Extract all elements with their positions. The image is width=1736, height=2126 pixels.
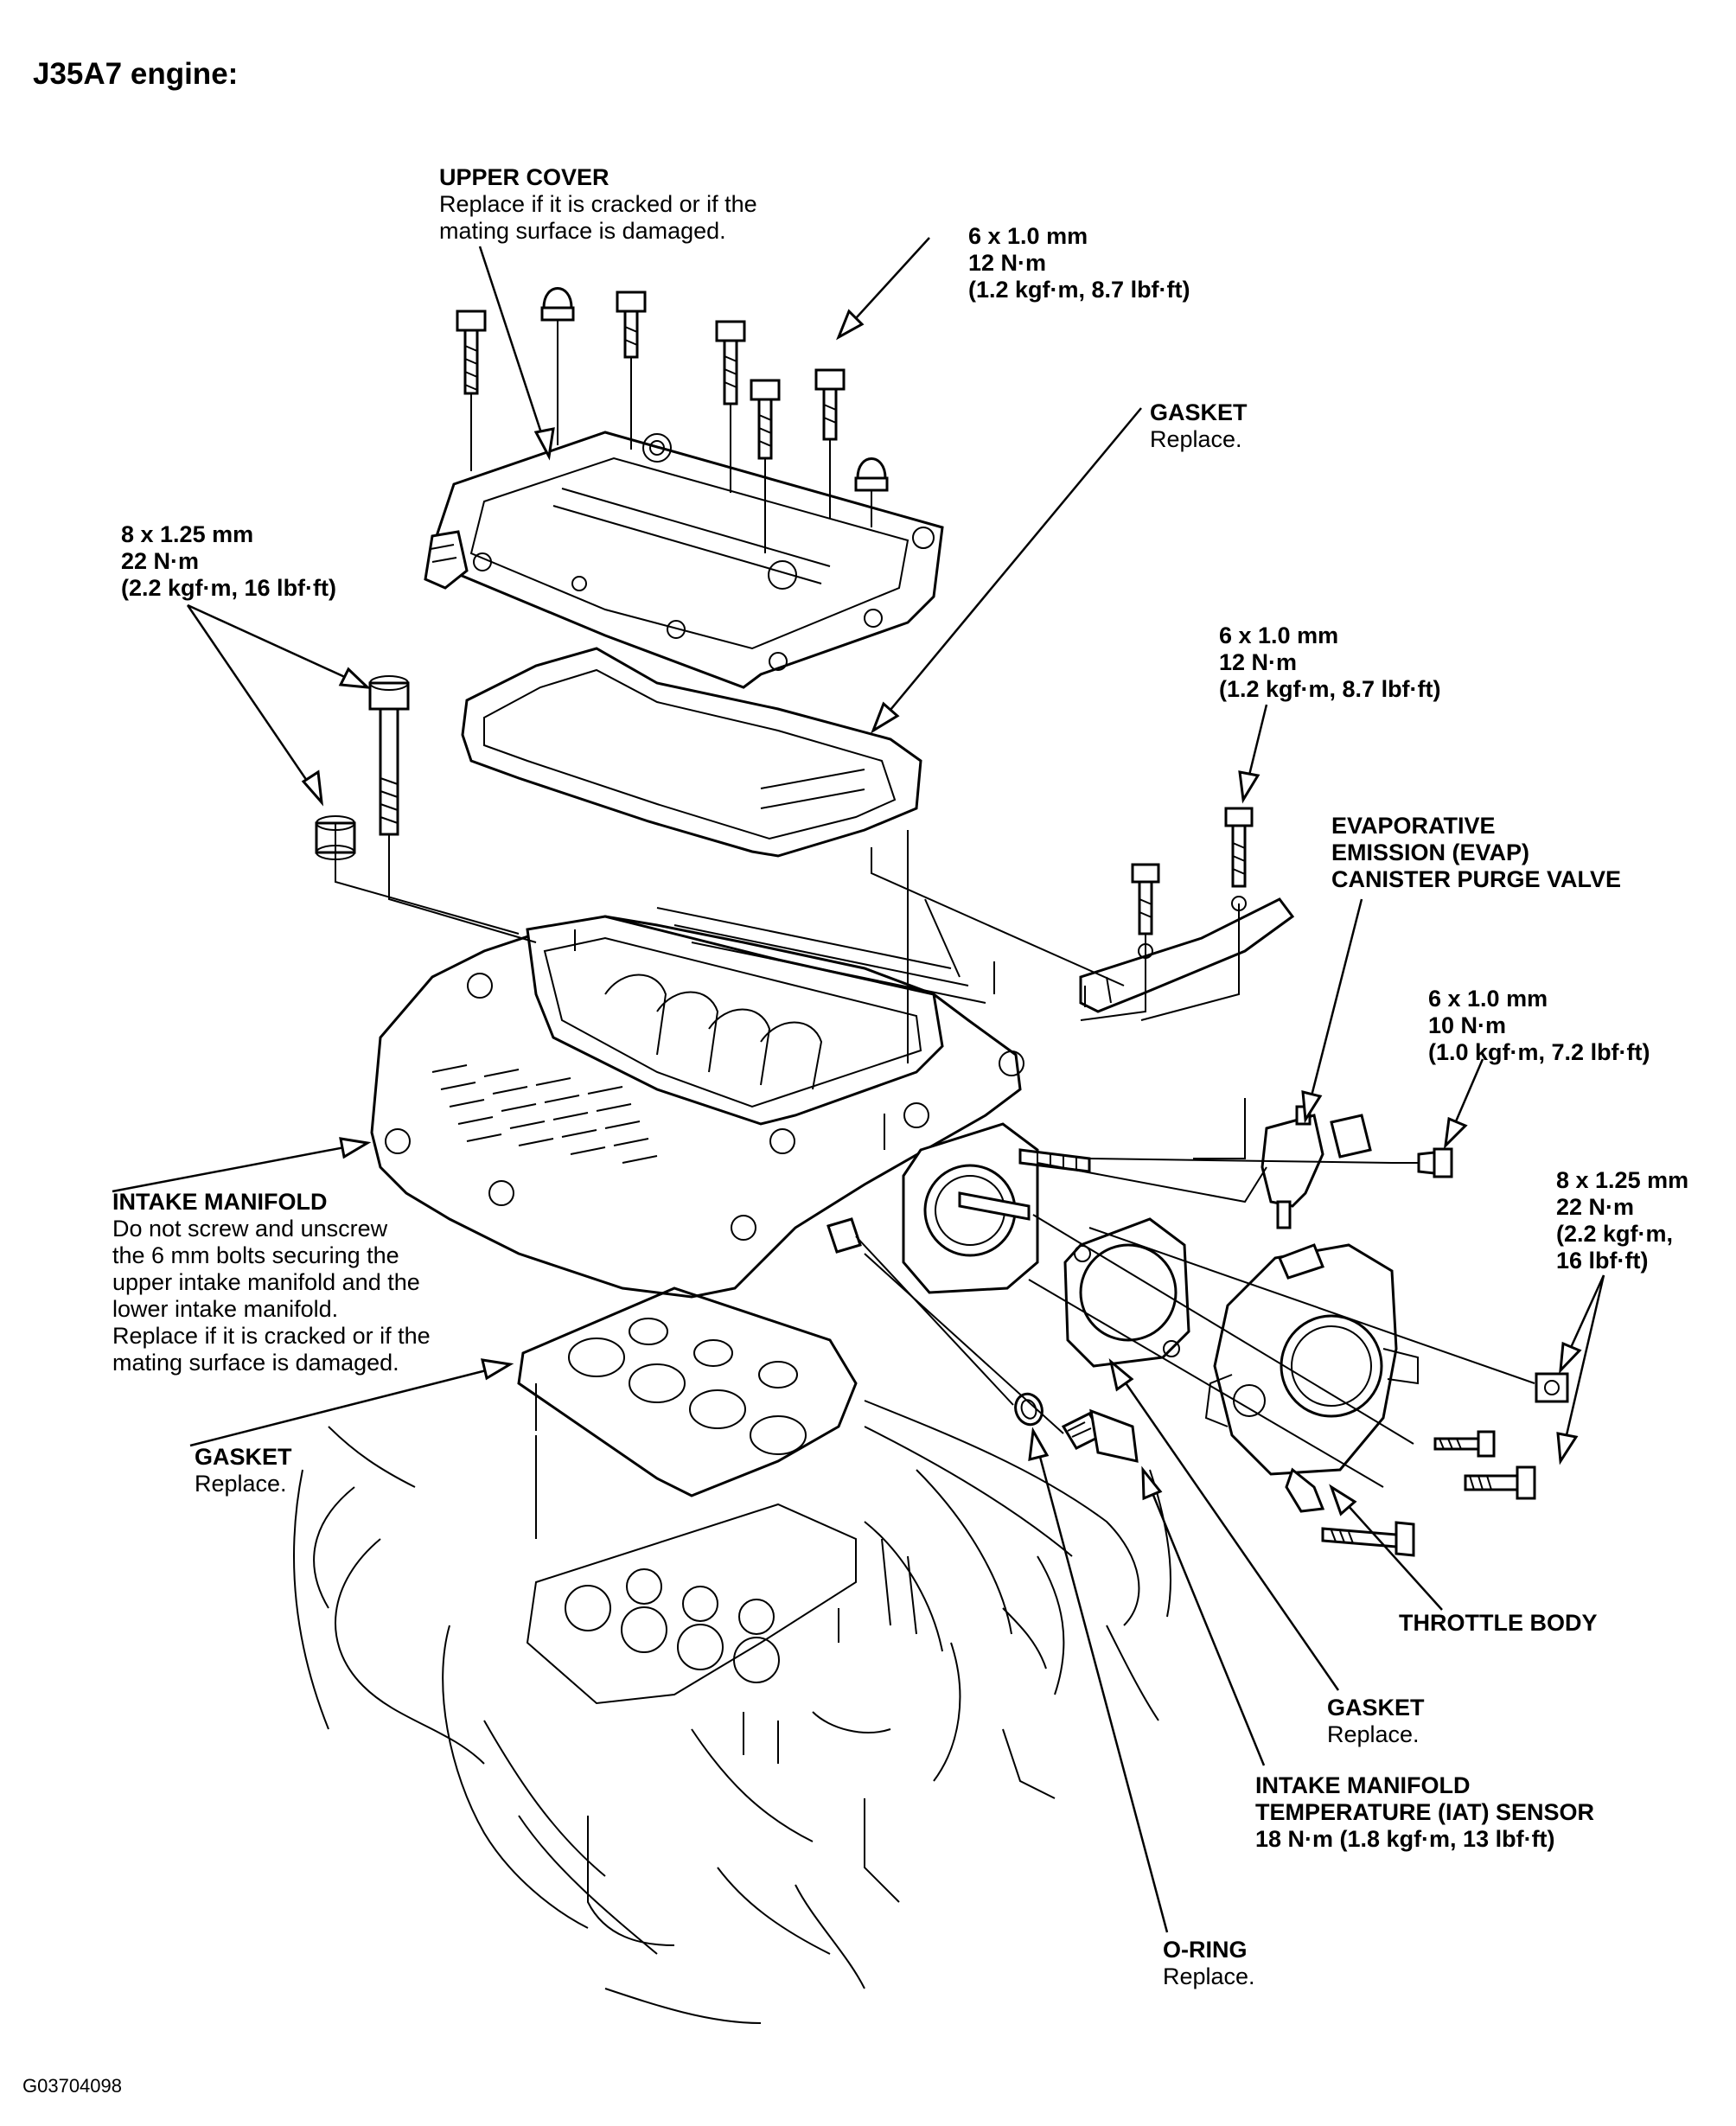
label-intake-manifold: INTAKE MANIFOLD Do not screw and unscrew… (112, 1189, 431, 1376)
label-lower-gasket: GASKET Replace. (195, 1444, 292, 1497)
intake-manifold-note-1: Do not screw and unscrew (112, 1216, 388, 1242)
cover-bolt-torque: 12 N·m (968, 250, 1047, 276)
upper-cover-note-1: Replace if it is cracked or if the (439, 191, 757, 217)
evap-bolt-torque: 10 N·m (1428, 1012, 1507, 1038)
label-upper-gasket: GASKET Replace. (1150, 399, 1248, 453)
cover-bolt-size: 6 x 1.0 mm (968, 223, 1088, 249)
upper-gasket (461, 647, 922, 858)
intake-manifold-name: INTAKE MANIFOLD (112, 1189, 328, 1215)
evap-bolt-size: 6 x 1.0 mm (1428, 986, 1548, 1012)
cover-bolts (456, 287, 889, 553)
label-o-ring: O-RING Replace. (1163, 1937, 1255, 1990)
label-upper-cover: UPPER COVER Replace if it is cracked or … (439, 164, 757, 245)
label-cover-bolt-spec: 6 x 1.0 mm 12 N·m (1.2 kgf·m, 8.7 lbf·ft… (968, 223, 1190, 303)
label-throttle-bolt-spec: 8 x 1.25 mm 22 N·m (2.2 kgf·m, 16 lbf·ft… (1556, 1167, 1688, 1274)
intake-manifold-note-2: the 6 mm bolts securing the (112, 1242, 399, 1268)
label-evap-bolt-spec: 6 x 1.0 mm 10 N·m (1.0 kgf·m, 7.2 lbf·ft… (1428, 986, 1650, 1066)
alignment-lines (335, 823, 1535, 1488)
cover-bolt-torque-alt: (1.2 kgf·m, 8.7 lbf·ft) (968, 277, 1190, 303)
lower-gasket-name: GASKET (195, 1444, 292, 1470)
manifold-bolt-torque: 22 N·m (121, 548, 200, 574)
throttle-fasteners (1321, 1372, 1569, 1557)
manifold-bolt-size: 8 x 1.25 mm (121, 521, 254, 547)
label-throttle-gasket: GASKET Replace. (1327, 1695, 1425, 1748)
throttle-gasket-name: GASKET (1327, 1695, 1425, 1721)
evap-purge-valve (1261, 1105, 1453, 1229)
iat-sensor-line-2: TEMPERATURE (IAT) SENSOR (1255, 1799, 1595, 1825)
throttle-gasket-note: Replace. (1327, 1721, 1420, 1747)
bracket-bolt-torque-alt: (1.2 kgf·m, 8.7 lbf·ft) (1219, 676, 1441, 702)
intake-manifold-note-3: upper intake manifold and the (112, 1269, 420, 1295)
throttle-body-name: THROTTLE BODY (1399, 1610, 1598, 1636)
evap-bolt-torque-alt: (1.0 kgf·m, 7.2 lbf·ft) (1428, 1039, 1650, 1065)
leader-lines (112, 237, 1605, 1933)
evap-valve-line-3: CANISTER PURGE VALVE (1331, 866, 1622, 892)
lower-gasket-note: Replace. (195, 1471, 287, 1497)
throttle-body (1204, 1243, 1419, 1513)
upper-gasket-name: GASKET (1150, 399, 1248, 425)
evap-valve-line-2: EMISSION (EVAP) (1331, 840, 1530, 865)
intake-manifold (370, 907, 1091, 1299)
bracket-bolt-torque: 12 N·m (1219, 649, 1298, 675)
o-ring-and-iat-sensor (1014, 1392, 1139, 1463)
label-throttle-body: THROTTLE BODY (1399, 1610, 1598, 1637)
manifold-bolt-and-nut (315, 675, 410, 860)
lower-gasket (517, 1286, 858, 1497)
label-evap-valve: EVAPORATIVE EMISSION (EVAP) CANISTER PUR… (1331, 813, 1621, 893)
o-ring-name: O-RING (1163, 1937, 1248, 1963)
label-manifold-bolt-spec: 8 x 1.25 mm 22 N·m (2.2 kgf·m, 16 lbf·ft… (121, 521, 336, 602)
bracket-bolt-size: 6 x 1.0 mm (1219, 622, 1339, 648)
intake-manifold-note-6: mating surface is damaged. (112, 1350, 399, 1376)
label-bracket-bolt-spec: 6 x 1.0 mm 12 N·m (1.2 kgf·m, 8.7 lbf·ft… (1219, 622, 1441, 703)
o-ring-note: Replace. (1163, 1963, 1255, 1989)
figure-code: G03704098 (22, 2075, 122, 2097)
upper-cover (424, 431, 944, 689)
lower-engine-assembly (293, 1400, 1171, 2024)
iat-sensor-torque: 18 N·m (1.8 kgf·m, 13 lbf·ft) (1255, 1826, 1555, 1852)
intake-manifold-note-5: Replace if it is cracked or if the (112, 1323, 431, 1349)
page-title: J35A7 engine: (33, 57, 239, 91)
upper-cover-name: UPPER COVER (439, 164, 610, 190)
upper-gasket-note: Replace. (1150, 426, 1242, 452)
upper-cover-note-2: mating surface is damaged. (439, 218, 726, 244)
throttle-bolt-torque-alt-2: 16 lbf·ft) (1556, 1248, 1649, 1274)
throttle-bolt-torque-alt-1: (2.2 kgf·m, (1556, 1221, 1674, 1247)
throttle-bolt-torque: 22 N·m (1556, 1194, 1635, 1220)
intake-manifold-note-4: lower intake manifold. (112, 1296, 339, 1322)
label-iat-sensor: INTAKE MANIFOLD TEMPERATURE (IAT) SENSOR… (1255, 1772, 1594, 1853)
throttle-bolt-size: 8 x 1.25 mm (1556, 1167, 1689, 1193)
manifold-bolt-torque-alt: (2.2 kgf·m, 16 lbf·ft) (121, 575, 337, 601)
iat-sensor-line-1: INTAKE MANIFOLD (1255, 1772, 1471, 1798)
evap-valve-line-1: EVAPORATIVE (1331, 813, 1496, 839)
